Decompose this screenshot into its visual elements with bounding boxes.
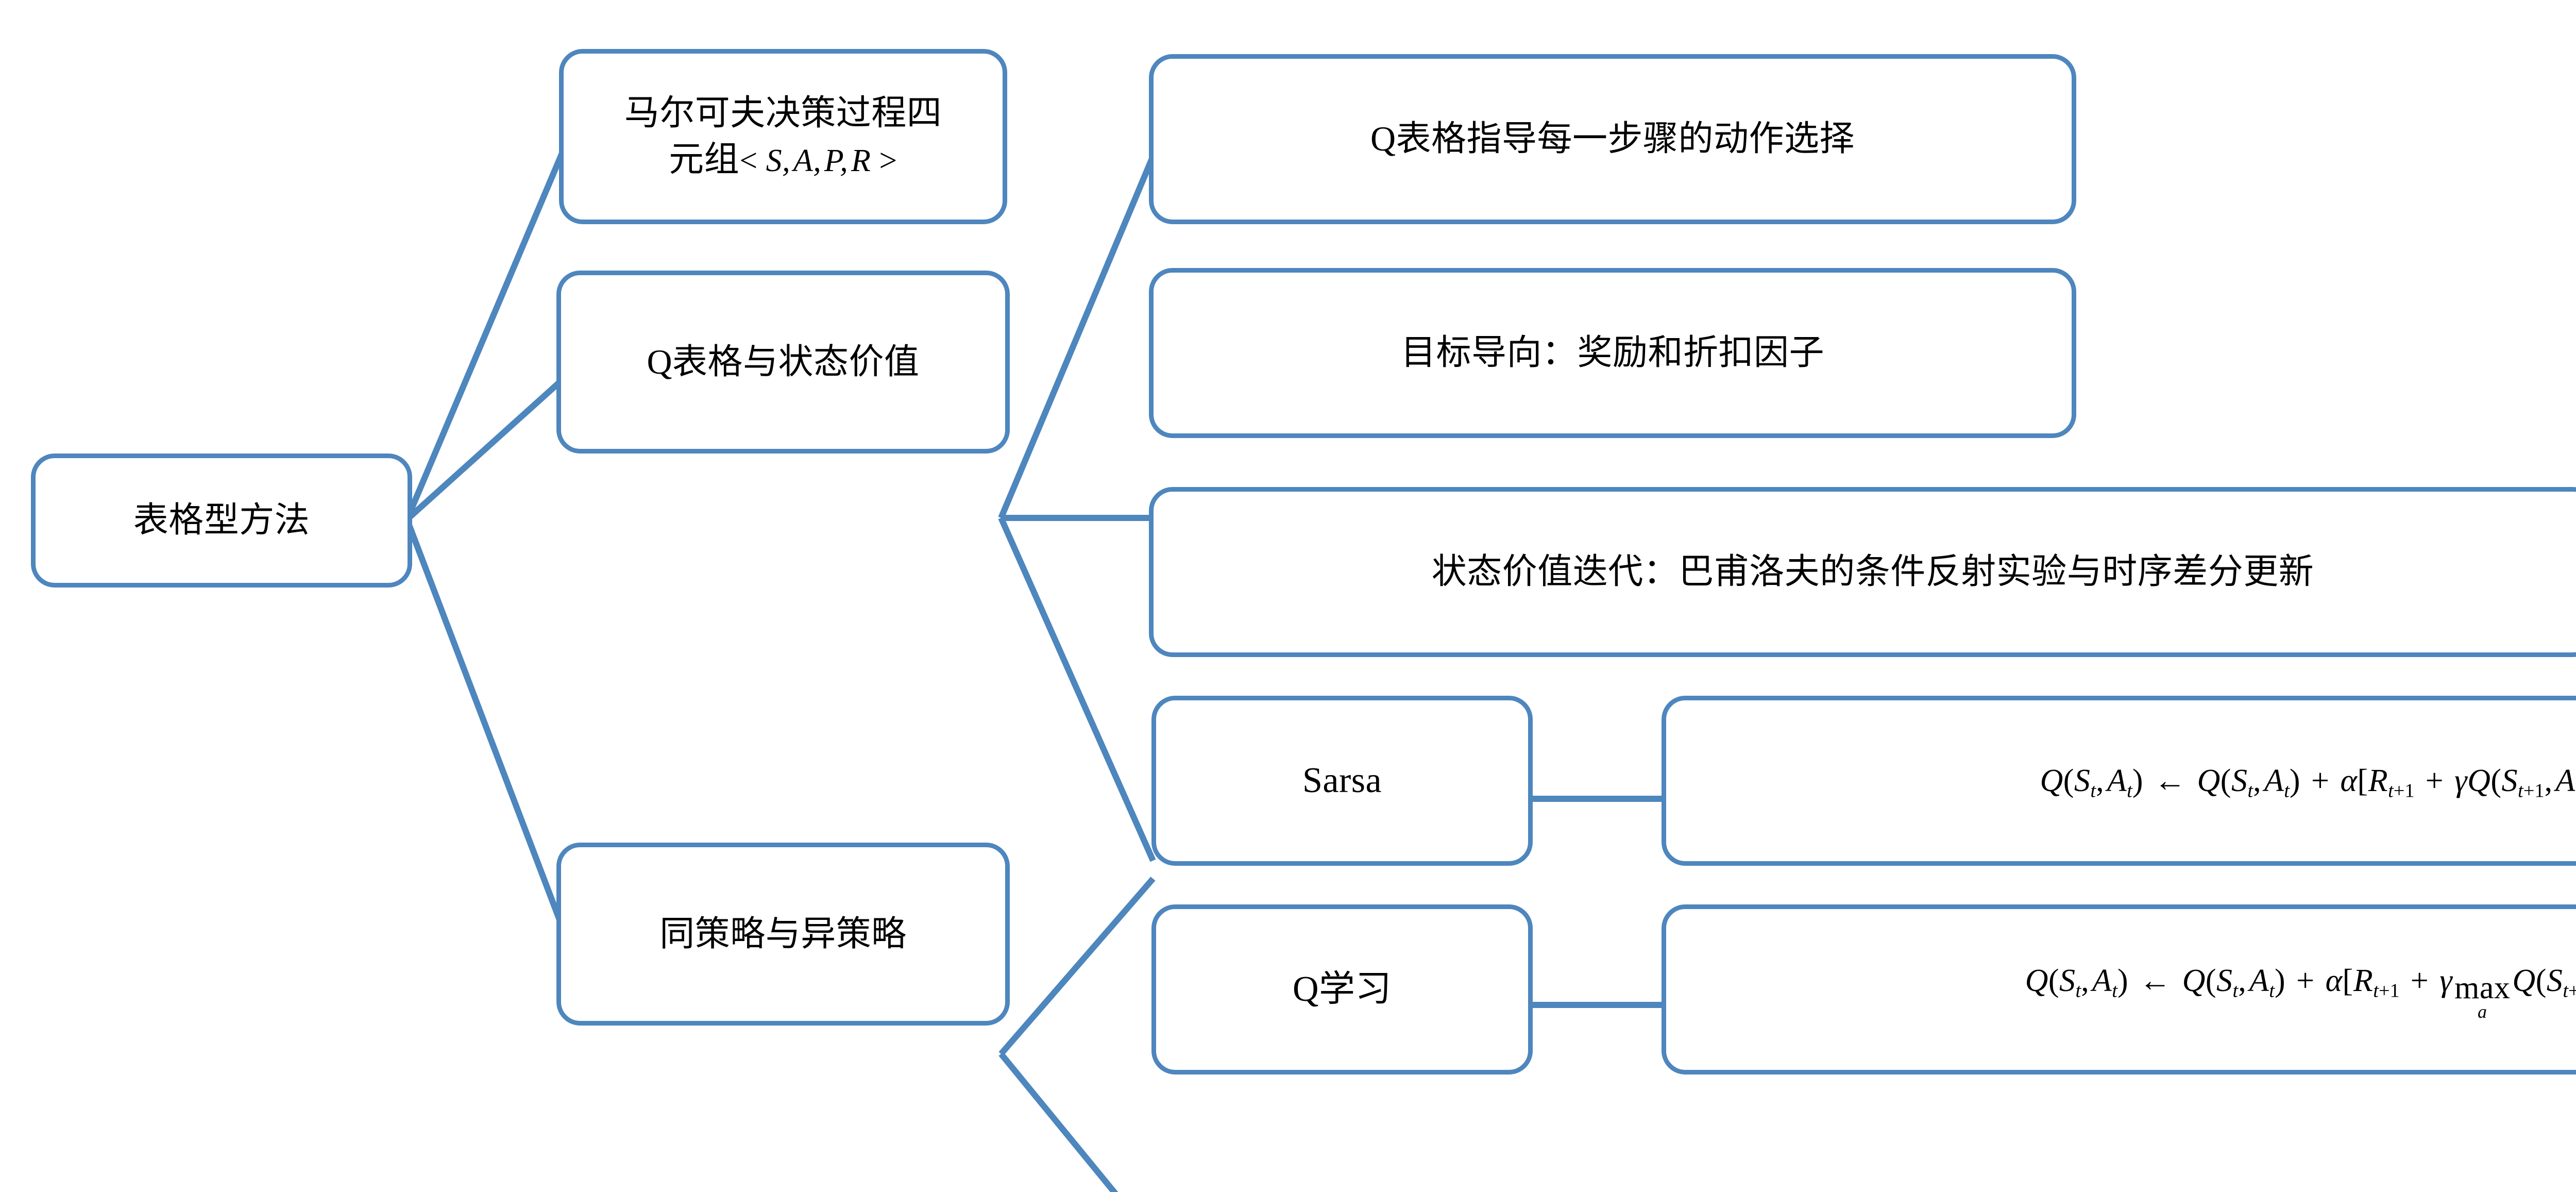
node-mdp-tuple-math: < S, A, P, R >	[739, 143, 897, 178]
node-sarsa[interactable]: Sarsa	[1151, 696, 1533, 866]
node-sarsa-formula[interactable]: Q(St, At) ← Q(St, At) + α[Rt+1 + γQ(St+1…	[1662, 696, 2576, 866]
node-qlearning[interactable]: Q学习	[1151, 904, 1533, 1075]
node-goal-oriented[interactable]: 目标导向：奖励和折扣因子	[1149, 268, 2076, 438]
node-q-guides-action[interactable]: Q表格指导每一步骤的动作选择	[1149, 54, 2076, 224]
node-root[interactable]: 表格型方法	[31, 454, 412, 587]
node-value-iteration[interactable]: 状态价值迭代：巴甫洛夫的条件反射实验与时序差分更新	[1149, 487, 2576, 657]
edge-policy-qlearning	[998, 1052, 1118, 1192]
node-qlearning-label: Q学习	[1292, 969, 1392, 1009]
sarsa-formula-math: Q(St, At) ← Q(St, At) + α[Rt+1 + γQ(St+1…	[2040, 763, 2576, 802]
node-root-label: 表格型方法	[133, 500, 310, 540]
node-qtable[interactable]: Q表格与状态价值	[556, 271, 1010, 454]
node-policy-label: 同策略与异策略	[659, 914, 907, 953]
node-mdp-line2-prefix: 元组	[669, 140, 740, 179]
edge-root-qtable	[404, 379, 563, 522]
edge-qtable-value-iter	[998, 516, 1156, 862]
node-qtable-label: Q表格与状态价值	[647, 342, 920, 381]
edge-root-mdp	[404, 148, 567, 521]
node-sarsa-label: Sarsa	[1302, 760, 1382, 800]
node-policy[interactable]: 同策略与异策略	[556, 843, 1010, 1026]
edge-qtable-q-guides	[998, 155, 1156, 519]
node-goal-oriented-label: 目标导向：奖励和折扣因子	[1400, 333, 1824, 373]
node-value-iteration-label: 状态价值迭代：巴甫洛夫的条件反射实验与时序差分更新	[1431, 552, 2314, 592]
node-q-guides-action-label: Q表格指导每一步骤的动作选择	[1370, 119, 1855, 159]
node-mdp[interactable]: 马尔可夫决策过程四 元组< S, A, P, R >	[559, 49, 1007, 224]
edge-root-policy	[404, 518, 564, 924]
node-mdp-label: 马尔可夫决策过程四 元组< S, A, P, R >	[564, 90, 1003, 183]
edge-policy-sarsa	[998, 877, 1156, 1056]
node-mdp-line1: 马尔可夫决策过程四	[624, 93, 942, 133]
